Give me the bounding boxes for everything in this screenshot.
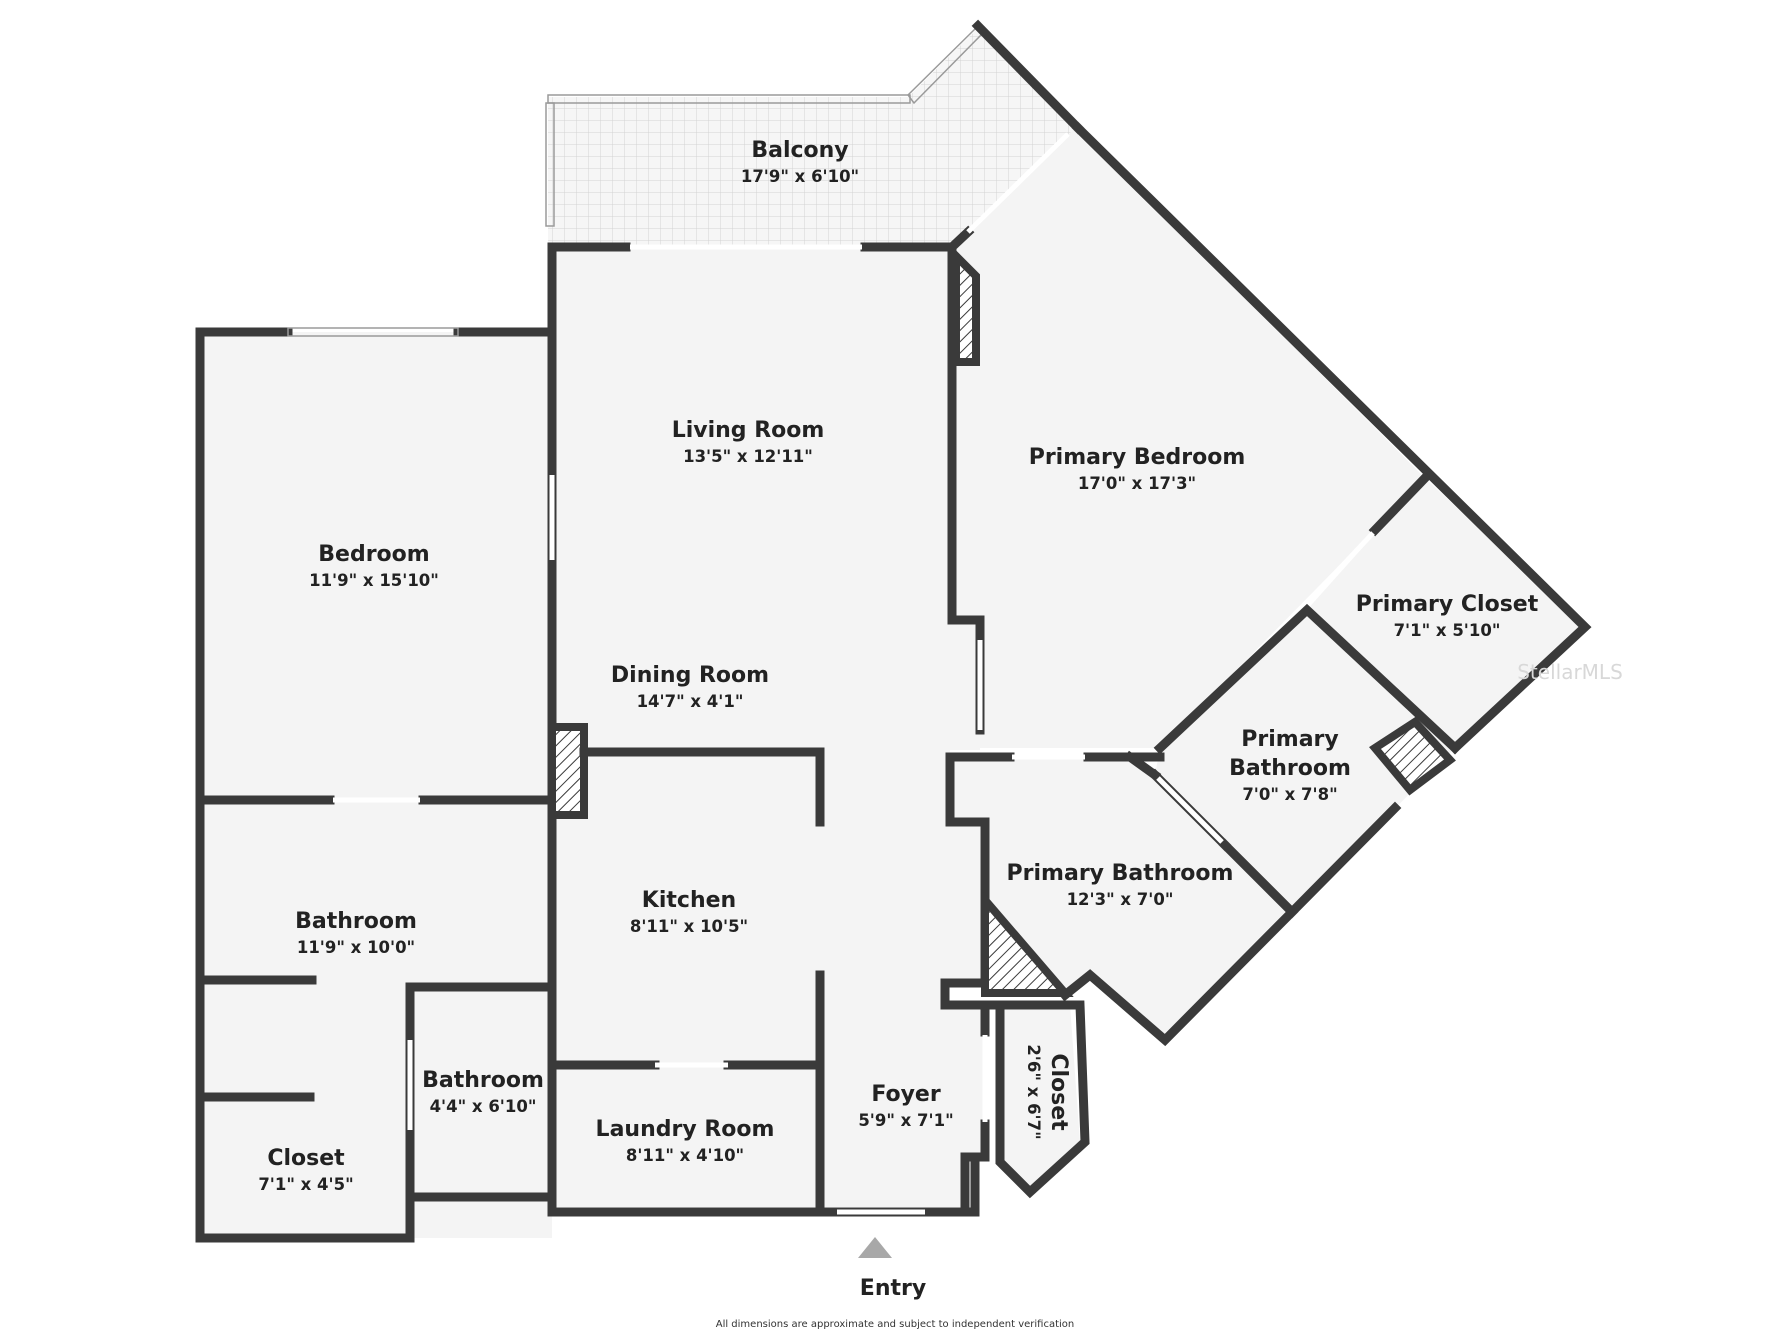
footer-note: All dimensions are approximate and subje… [716, 1319, 1075, 1330]
wall-kitchen-top [579, 747, 825, 827]
dining-room-dims: 14'7" x 4'1" [637, 692, 744, 711]
kitchen-dims: 8'11" x 10'5" [630, 917, 748, 936]
wall-primbath-outer [1058, 838, 1299, 1047]
openings [287, 132, 1375, 1215]
bedroom-dims: 11'9" x 15'10" [309, 571, 439, 590]
laundry-room-name: Laundry Room [596, 1117, 775, 1142]
primary-bedroom-floor [952, 128, 1425, 748]
entry-label: Entry [860, 1276, 926, 1301]
bedroom-floor [200, 332, 552, 1238]
closet-left-name: Closet [267, 1146, 345, 1171]
wall-foyer-right [940, 755, 1090, 1199]
closet-foyer-label: Closet 2'6" x 6'7" [1024, 1044, 1071, 1139]
living-room-dims: 13'5" x 12'11" [683, 447, 813, 466]
primary-bathroom-name: Primary Bathroom [1007, 861, 1234, 886]
balcony-dims: 17'9" x 6'10" [741, 167, 859, 186]
wall-balcony-right [971, 19, 1085, 135]
wall-primary-outer [1071, 121, 1592, 755]
wall-bedroom-outer [195, 327, 557, 1243]
primary-bathroom-small-name-2: Bathroom [1229, 756, 1351, 781]
living-room-name: Living Room [672, 418, 825, 443]
primary-closet-floor [1305, 478, 1585, 748]
wall-primary-bath-small [1153, 603, 1462, 755]
primary-bedroom-dims: 17'0" x 17'3" [1078, 474, 1196, 493]
balcony-rail-left [545, 102, 555, 227]
wall-primbath-corner [1123, 750, 1162, 782]
wall-primary-bath-small-right [1285, 801, 1402, 919]
balcony-rail-top [547, 94, 911, 104]
door-primary-baths [1156, 776, 1224, 844]
foyer-name: Foyer [871, 1082, 941, 1107]
primary-bedroom-name: Primary Bedroom [1029, 445, 1246, 470]
closet-foyer-name: Closet [1046, 1053, 1071, 1131]
foyer-closet-floor [1000, 1005, 1080, 1192]
bathroom-small-dims: 4'4" x 6'10" [430, 1097, 537, 1116]
window-bedroom-top [287, 327, 459, 337]
shaft-primbath [981, 889, 1074, 997]
room-labels: Balcony 17'9" x 6'10" Living Room 13'5" … [258, 138, 1538, 1301]
primary-closet-name: Primary Closet [1356, 592, 1539, 617]
wall-primary-closet-upper [1368, 471, 1432, 537]
balcony-name: Balcony [751, 138, 848, 163]
primary-bathroom-small-dims: 7'0" x 7'8" [1242, 785, 1337, 804]
closet-foyer-dims: 2'6" x 6'7" [1024, 1044, 1043, 1139]
door-balcony-primary [966, 132, 1070, 234]
primary-bathroom-small-name-1: Primary [1241, 727, 1338, 752]
watermark: StellarMLS [1517, 660, 1623, 684]
living-room-floor [552, 247, 985, 1207]
dining-room-name: Dining Room [611, 663, 769, 688]
laundry-room-dims: 8'11" x 4'10" [626, 1146, 744, 1165]
bathroom-large-name: Bathroom [295, 909, 417, 934]
wall-foyer-closet-door-bottom [960, 1119, 990, 1217]
primary-closet-dims: 7'1" x 5'10" [1394, 621, 1501, 640]
shaft-primary-closet [1369, 716, 1456, 796]
bathroom-small-name: Bathroom [422, 1068, 544, 1093]
kitchen-name: Kitchen [642, 888, 736, 913]
primary-bathroom-dims: 12'3" x 7'0" [1067, 890, 1174, 909]
wall-primary-corner [945, 225, 975, 254]
floor-fills [200, 28, 1585, 1238]
bathroom-large-dims: 11'9" x 10'0" [297, 938, 415, 957]
balcony-floor [548, 28, 1075, 247]
closet-left-dims: 7'1" x 4'5" [258, 1175, 353, 1194]
balcony-railings [545, 26, 984, 227]
foyer-dims: 5'9" x 7'1" [858, 1111, 953, 1130]
door-primary-closet [1308, 531, 1375, 602]
column-living [952, 246, 980, 366]
entry-arrow-icon [858, 1237, 892, 1258]
column-dining [548, 723, 588, 819]
bedroom-name: Bedroom [318, 542, 429, 567]
